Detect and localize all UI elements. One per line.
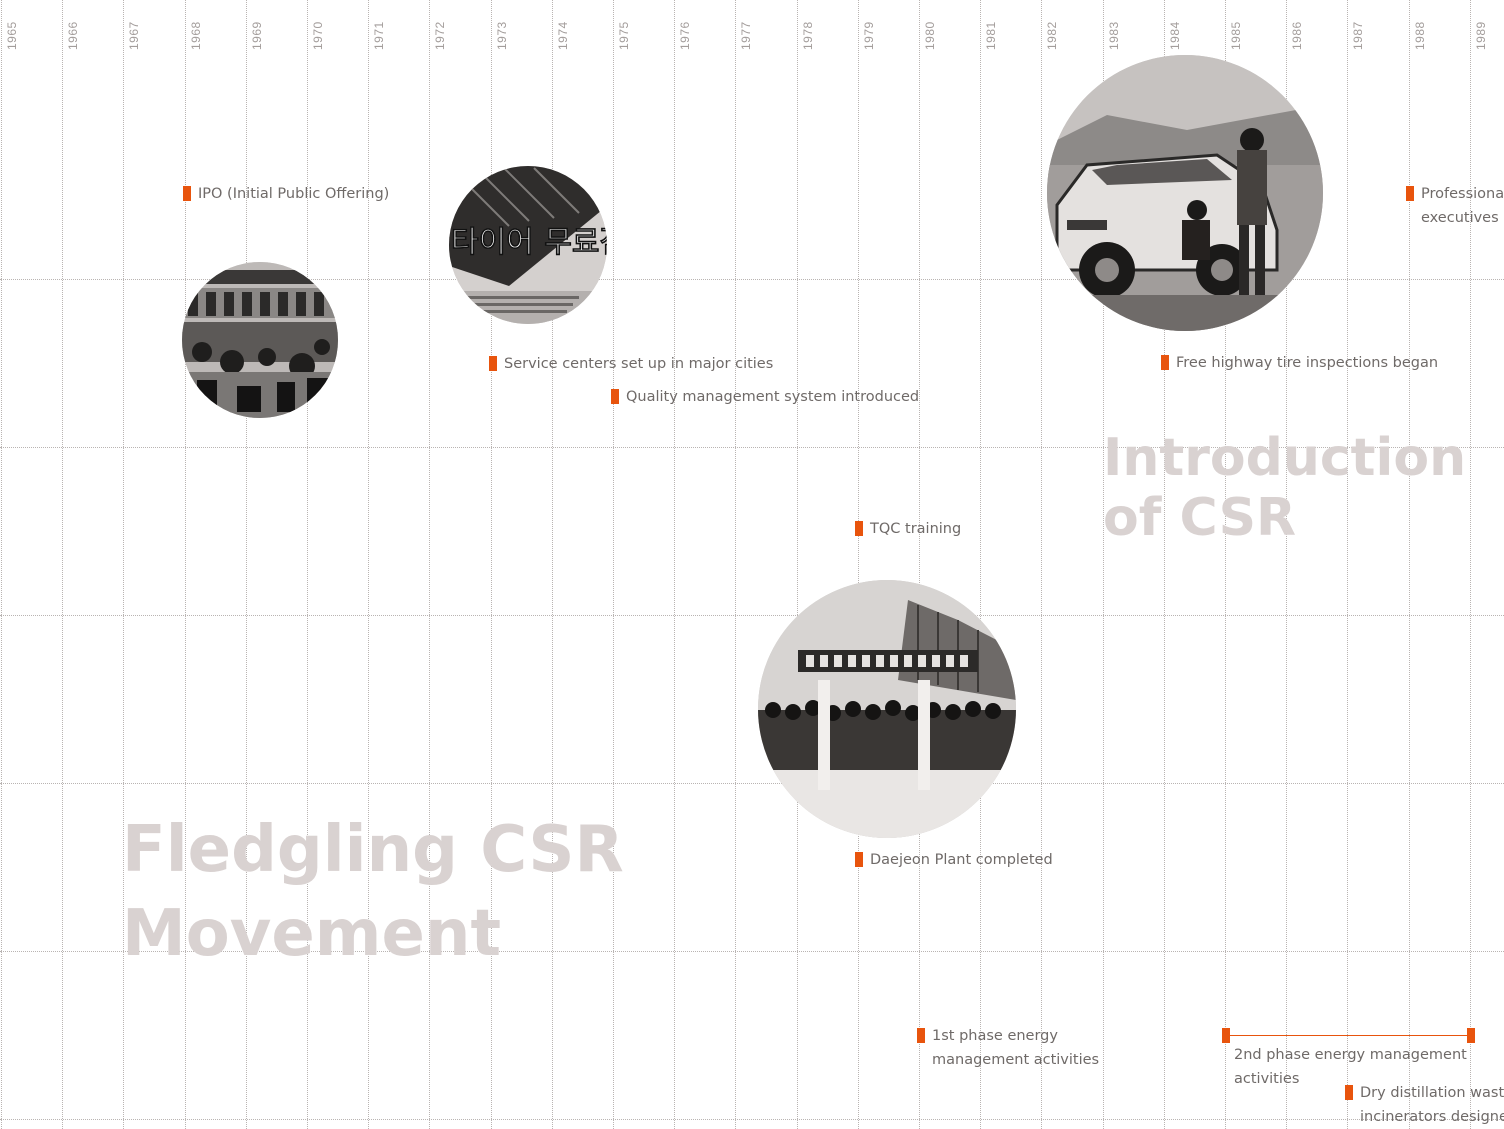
grid-column-line	[246, 0, 247, 1129]
grid-column-line	[1409, 0, 1410, 1129]
grid-column-line	[429, 0, 430, 1129]
year-label: 1987	[1351, 21, 1365, 50]
year-label: 1973	[495, 21, 509, 50]
range-line	[1230, 1035, 1471, 1036]
event-label-line1: 1st phase energy	[932, 1028, 1058, 1044]
year-label: 1989	[1474, 21, 1488, 50]
year-label: 1976	[678, 21, 692, 50]
event-marker	[1345, 1085, 1353, 1100]
era-title-introduction-line1: Introduction	[1103, 428, 1467, 488]
year-label: 1965	[5, 21, 19, 50]
event-label-line1: 2nd phase energy management	[1234, 1047, 1467, 1063]
event-label-line1: Dry distillation waste	[1360, 1085, 1504, 1101]
grid-column-line	[1, 0, 2, 1129]
year-label: 1968	[189, 21, 203, 50]
year-label: 1982	[1045, 21, 1059, 50]
year-label: 1971	[372, 21, 386, 50]
year-label: 1988	[1413, 21, 1427, 50]
grid-column-line	[1103, 0, 1104, 1129]
grid-column-line	[1347, 0, 1348, 1129]
grid-column-line	[735, 0, 736, 1129]
grid-column-line	[858, 0, 859, 1129]
grid-column-line	[552, 0, 553, 1129]
event-label-line1: Professional	[1421, 186, 1504, 202]
grid-column-line	[1470, 0, 1471, 1129]
year-label: 1974	[556, 21, 570, 50]
era-title-fledgling: Fledgling CSR Movement	[122, 808, 624, 976]
event-marker	[183, 186, 191, 201]
event-label: Quality management system introduced	[626, 389, 920, 405]
photo-daejeon-plant-ceremony	[758, 580, 1016, 838]
grid-column-line	[62, 0, 63, 1129]
era-title-introduction: Introduction of CSR	[1103, 428, 1466, 548]
event-marker	[611, 389, 619, 404]
era-title-introduction-line2: of CSR	[1103, 488, 1297, 548]
event-label: TQC training	[870, 521, 962, 537]
event-marker	[855, 852, 863, 867]
event-label-line2: management activities	[932, 1052, 1100, 1068]
grid-row-line	[0, 279, 1504, 280]
poster-headline: 타이어 무료점검	[451, 225, 607, 260]
photo-highway-tire-inspection	[1047, 55, 1323, 331]
year-label: 1972	[433, 21, 447, 50]
grid-column-line	[1164, 0, 1165, 1129]
grid-column-line	[797, 0, 798, 1129]
grid-column-line	[1286, 0, 1287, 1129]
year-label: 1969	[250, 21, 264, 50]
event-marker	[489, 356, 497, 371]
event-label-line2: executives	[1421, 210, 1499, 226]
year-label: 1980	[923, 21, 937, 50]
event-label: IPO (Initial Public Offering)	[198, 186, 390, 202]
grid-column-line	[1041, 0, 1042, 1129]
event-label: Daejeon Plant completed	[870, 852, 1053, 868]
year-label: 1967	[127, 21, 141, 50]
year-label: 1978	[801, 21, 815, 50]
era-title-fledgling-line1: Fledgling CSR	[122, 813, 624, 887]
grid-column-line	[674, 0, 675, 1129]
year-label: 1983	[1107, 21, 1121, 50]
grid-row-line	[0, 615, 1504, 616]
grid-row-line	[0, 951, 1504, 952]
event-label-line2: incinerators designed	[1360, 1109, 1504, 1125]
grid-row-line	[0, 1119, 1504, 1120]
event-marker	[855, 521, 863, 536]
event-label: Service centers set up in major cities	[504, 356, 774, 372]
grid-column-line	[185, 0, 186, 1129]
year-label: 1970	[311, 21, 325, 50]
grid-row-line	[0, 783, 1504, 784]
event-marker	[917, 1028, 925, 1043]
era-title-fledgling-line2: Movement	[122, 897, 502, 971]
year-label: 1985	[1229, 21, 1243, 50]
photo-factory-interior	[182, 262, 338, 418]
year-label: 1975	[617, 21, 631, 50]
grid-column-line	[307, 0, 308, 1129]
grid-column-line	[491, 0, 492, 1129]
range-end-marker	[1467, 1028, 1475, 1043]
event-marker	[1406, 186, 1414, 201]
year-label: 1984	[1168, 21, 1182, 50]
year-label: 1966	[66, 21, 80, 50]
event-label: Free highway tire inspections began	[1176, 355, 1439, 371]
grid-column-line	[368, 0, 369, 1129]
event-marker	[1161, 355, 1169, 370]
grid-column-line	[919, 0, 920, 1129]
grid-column-line	[123, 0, 124, 1129]
grid-column-line	[1225, 0, 1226, 1129]
grid-column-line	[980, 0, 981, 1129]
year-label: 1986	[1290, 21, 1304, 50]
year-label: 1981	[984, 21, 998, 50]
grid-row-line	[0, 447, 1504, 448]
photo-service-poster: 타이어 무료점검	[449, 166, 607, 324]
range-start-marker	[1222, 1028, 1230, 1043]
event-label-line2: activities	[1234, 1071, 1300, 1087]
grid-column-line	[613, 0, 614, 1129]
year-label: 1979	[862, 21, 876, 50]
year-label: 1977	[739, 21, 753, 50]
